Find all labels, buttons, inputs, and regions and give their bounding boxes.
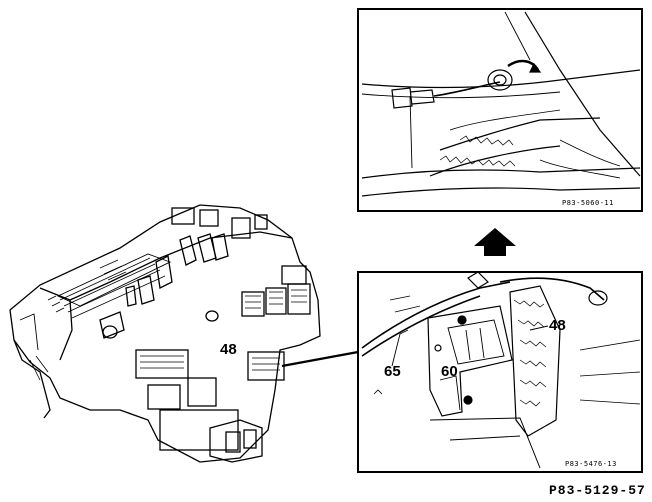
leader-line [281,350,359,368]
top-detail-panel [357,8,643,212]
callout-65: 65 [384,363,401,380]
up-arrow-icon [474,228,516,256]
figure-number: P83-5129-57 [549,483,646,498]
callout-60: 60 [441,363,458,380]
callout-48-detail: 48 [549,317,566,334]
top-panel-reference: P83-5060-11 [562,199,614,207]
bottom-panel-reference: P83-5476-13 [565,460,617,468]
bottom-detail-panel [357,271,643,473]
callout-48-main: 48 [220,341,237,358]
main-assembly [9,204,321,463]
